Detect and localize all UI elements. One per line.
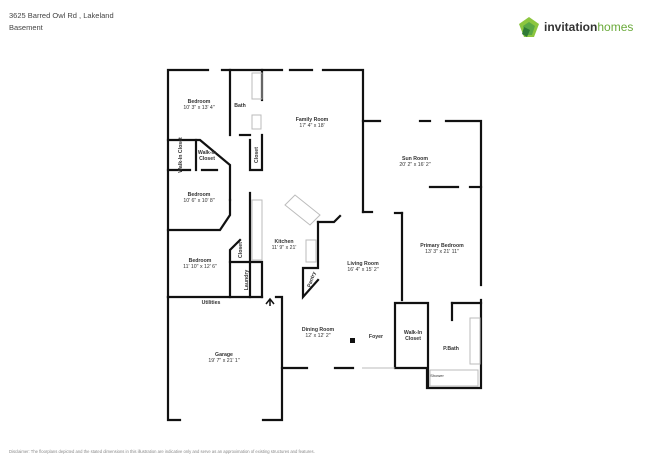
room-dim: 10' 3" x 13' 4" [183,105,214,111]
disclaimer: Disclaimer: The floorplans depicted and … [9,448,315,456]
room-dim: 11' 9" x 21' [272,245,297,251]
room-dim: 16' 4" x 15' 2" [347,267,378,273]
room-laundry: Laundry [244,270,250,291]
disclaimer-line: Disclaimer: The floorplans depicted and … [9,449,315,454]
room-label-line2: Closet [199,156,215,162]
room-dim: 11' 10" x 12' 6" [183,264,217,270]
room-walkin-closet: Walk-In [404,330,422,336]
address: 3625 Barred Owl Rd , Lakeland [9,11,114,20]
logo-text-light: homes [597,20,634,34]
room-utilities: Utilities [202,300,221,306]
room-dim: 10' 6" x 10' 8" [183,198,214,204]
room-sun: Sun Room [402,156,428,162]
room-closet: Closet [254,147,260,163]
room-bath: Bath [234,103,246,109]
column-marker [350,338,355,343]
fixtures [251,72,481,387]
room-closet: Closet [238,242,244,258]
floor-level: Basement [9,23,43,32]
room-garage: Garage [215,352,233,358]
room-label-line2: Closet [405,336,421,342]
room-dim: 13' 3" x 21' 11" [425,249,459,255]
room-bedroom-2: Bedroom [188,192,211,198]
room-living: Living Room [347,261,379,267]
room-dim: 17' 4" x 18' [299,123,324,129]
logo-text-bold: invitation [544,20,598,34]
room-kitchen: Kitchen [274,239,293,245]
room-family: Family Room [296,117,329,123]
room-bedroom-3: Bedroom [189,258,212,264]
room-dim: 12' x 12' 2" [305,333,330,339]
room-foyer: Foyer [369,334,383,340]
room-pbath: P.Bath [443,346,459,352]
logo-mark-icon [519,17,539,37]
walls [166,68,483,422]
room-bedroom-1: Bedroom [188,99,211,105]
room-pantry: Pantry [306,271,317,288]
entry-arrow-icon [265,297,275,306]
room-primary-bedroom: Primary Bedroom [420,243,464,249]
property-header: 3625 Barred Owl Rd , Lakeland Basement [9,10,114,34]
room-dim: 19' 7" x 21' 1" [208,358,239,364]
room-shower: Shower [430,373,444,378]
room-dim: 20' 2" x 16' 2" [399,162,430,168]
room-dining: Dining Room [302,327,335,333]
room-walkin-closet: Walk-In [198,150,216,156]
room-labels: Bedroom 10' 3" x 13' 4" Bath Walk-In Clo… [178,99,464,378]
room-walkin-closet: Walk-In Closet [178,137,184,173]
